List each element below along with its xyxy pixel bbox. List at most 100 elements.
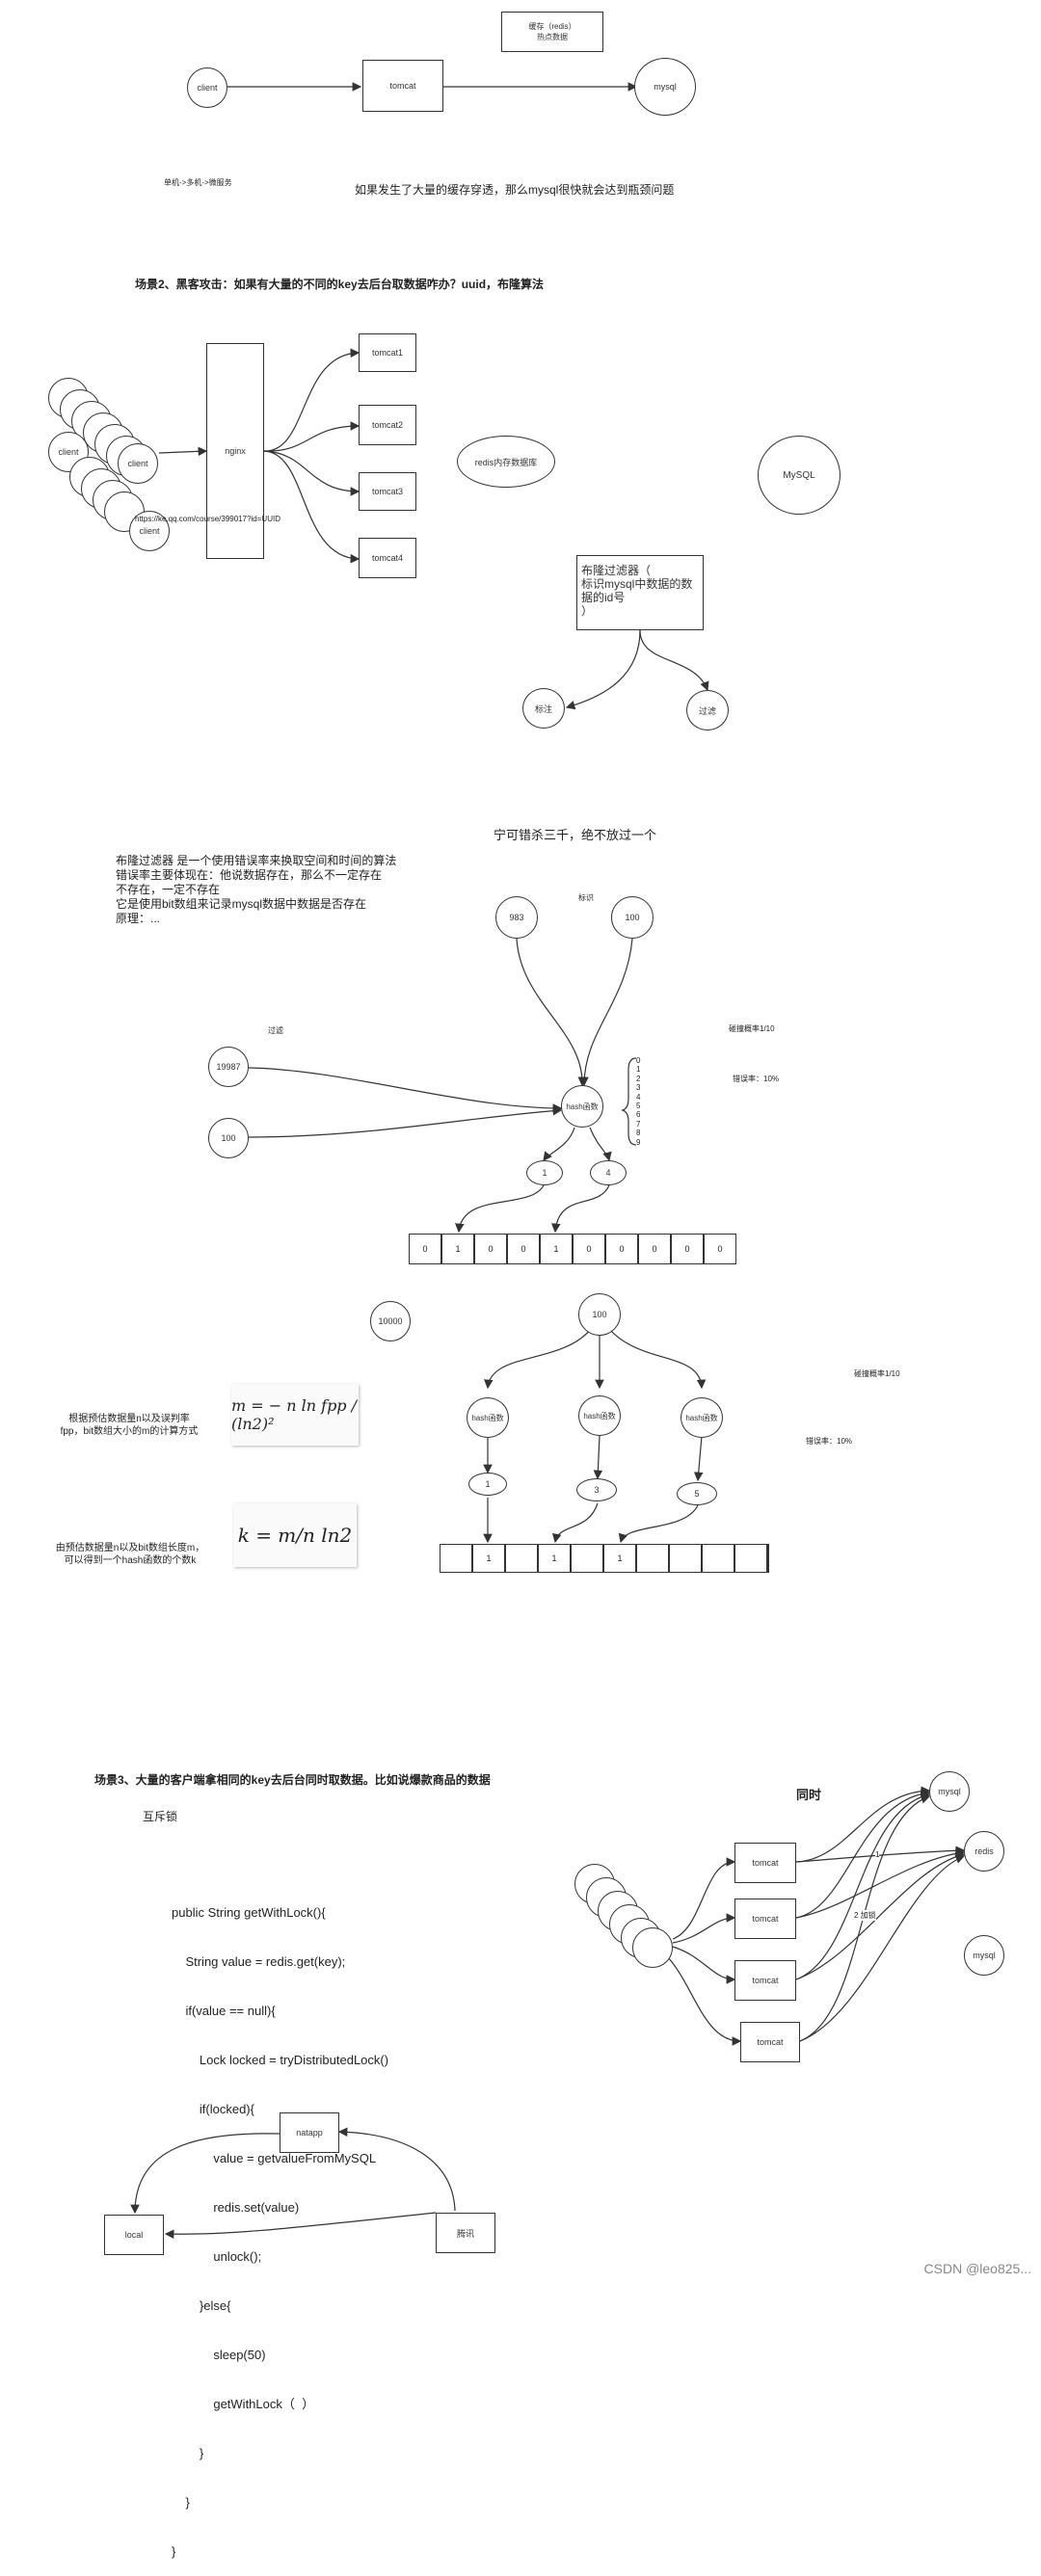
collision-label-2: 碰撞概率1/10	[854, 1369, 900, 1378]
arrow-nginx-tomcat4	[263, 450, 360, 564]
cache-line1: 缓存（redis）	[528, 22, 576, 31]
digit: 7	[636, 1119, 641, 1129]
arrow-4-bit	[551, 1184, 610, 1234]
arrow-t2-redis	[795, 1848, 966, 1919]
hash-function-node: hash函数	[561, 1085, 603, 1128]
formula-m-desc: 根据预估数据量n以及误判率 fpp，bit数组大小的m的计算方式	[52, 1413, 206, 1438]
code-line: public String getWithLock(){	[172, 1905, 326, 1920]
bit-array-2: 1 1 1	[440, 1544, 769, 1573]
arrow-hash-1	[543, 1127, 575, 1161]
bit-cell: 0	[573, 1234, 605, 1264]
arrow-tencent-local	[164, 2212, 437, 2240]
tomcat1-node: tomcat1	[359, 333, 416, 372]
bit-array-1: 0 1 0 0 1 0 0 0 0 0	[409, 1234, 736, 1264]
arrow-hash3-5	[693, 1435, 704, 1482]
desc-line: 原理：...	[116, 912, 161, 925]
result-4: 4	[590, 1160, 627, 1185]
hash-function-3: hash函数	[681, 1397, 723, 1438]
arrow-3-bit2	[551, 1502, 599, 1544]
error-rate-label: 错误率：10%	[733, 1075, 780, 1083]
bit-cell	[669, 1544, 702, 1573]
result-1: 1	[468, 1473, 507, 1496]
arrow-hash-4	[589, 1127, 612, 1162]
count-10000: 10000	[370, 1301, 411, 1341]
motto-text: 宁可错杀三千，绝不放过一个	[494, 828, 657, 842]
bloom-line: 布隆过滤器（	[581, 564, 652, 577]
collision-label: 碰撞概率1/10	[729, 1024, 775, 1033]
bit-cell: 0	[704, 1234, 736, 1264]
bit-cell: 1	[472, 1544, 505, 1573]
bloom-line: 据的id号	[581, 591, 626, 604]
nginx-node: nginx	[206, 343, 264, 559]
mysql-node-2: mysql	[964, 1935, 1004, 1976]
arrow-nginx-tomcat3	[263, 450, 360, 496]
code-block: public String getWithLock(){ String valu…	[172, 1872, 388, 2576]
code-line: sleep(50)	[172, 2348, 266, 2362]
tomcat2-node: tomcat2	[359, 405, 416, 445]
arrow-t1-redis	[795, 1846, 966, 1863]
mysql-node: mysql	[929, 1771, 970, 1812]
filter-node: 过滤	[686, 690, 729, 730]
bit-cell: 0	[605, 1234, 638, 1264]
arrow-t3-redis	[795, 1851, 966, 1980]
code-line: }	[172, 2544, 176, 2559]
code-line: }else{	[172, 2298, 231, 2313]
result-1: 1	[526, 1160, 563, 1185]
tomcat-node-1: tomcat	[734, 1843, 796, 1883]
hash-function-2: hash函数	[578, 1395, 621, 1436]
tomcat-node-2: tomcat	[734, 1899, 796, 1939]
arrow-t2-mysql	[795, 1789, 931, 1919]
redis-node: redis内存数据库	[457, 436, 555, 488]
client-node	[632, 1927, 673, 1968]
csdn-watermark: CSDN @leo825...	[923, 2261, 1031, 2276]
local-node: local	[104, 2215, 164, 2255]
redis-node: redis	[964, 1831, 1004, 1872]
arrow-t4-redis	[799, 1854, 966, 2042]
formula-m: m = − n ln fpp / (ln2)²	[231, 1384, 359, 1446]
url-label: https://ke.qq.com/course/399017?id=UUID	[135, 515, 280, 523]
client-node: client	[129, 511, 170, 551]
natapp-node: natapp	[280, 2112, 339, 2153]
code-line: if(locked){	[172, 2102, 254, 2116]
bloom-filter-box: 布隆过滤器（ 标识mysql中数据的数 据的id号 ）	[576, 555, 704, 630]
arrow-19987-hash	[248, 1067, 563, 1113]
bit-cell: 1	[538, 1544, 571, 1573]
desc-line: 可以得到一个hash函数的个数k	[64, 1555, 197, 1566]
arrow-clients-tomcat1	[672, 1857, 736, 1940]
hash-function-1: hash函数	[467, 1397, 509, 1438]
arrow-natapp-local	[130, 2133, 280, 2215]
result-5: 5	[677, 1482, 717, 1505]
mysql-node: MySQL	[758, 436, 841, 515]
code-line: if(value == null){	[172, 2004, 276, 2018]
bit-cell: 0	[671, 1234, 704, 1264]
tomcat-node-4: tomcat	[740, 2022, 800, 2062]
digit: 9	[636, 1137, 641, 1147]
lock-label-1: 1	[875, 1850, 880, 1859]
concurrent-label: 同时	[796, 1788, 822, 1802]
result-3: 3	[576, 1478, 617, 1501]
tomcat-node: tomcat	[362, 60, 443, 112]
bit-cell: 1	[540, 1234, 573, 1264]
input-19987: 19987	[208, 1047, 249, 1087]
digit: 3	[636, 1083, 641, 1093]
mysql-node: mysql	[634, 58, 696, 116]
mark-node: 标注	[522, 688, 565, 729]
cache-line2: 热点数据	[537, 33, 568, 41]
connector-layer	[130, 82, 966, 2240]
input-100-top: 100	[611, 896, 654, 939]
error-rate-label-2: 错误率：10%	[806, 1437, 853, 1446]
digit: 0	[636, 1056, 641, 1065]
code-line: }	[172, 2495, 190, 2510]
bloom-line: ）	[581, 604, 594, 618]
desc-line: 根据预估数据量n以及误判率	[68, 1414, 190, 1424]
digit-brace	[621, 1057, 637, 1146]
arrow-hash2-3	[593, 1435, 603, 1480]
arrow-t1-mysql	[795, 1786, 931, 1863]
digit: 1	[636, 1065, 641, 1075]
code-line: redis.set(value)	[172, 2200, 300, 2215]
arrow-client-nginx	[158, 446, 208, 457]
filter-label: 过滤	[268, 1026, 283, 1035]
arrow-clients-tomcat3	[672, 1946, 736, 1984]
code-line: String value = redis.get(key);	[172, 1954, 346, 1969]
scene3-title: 场景3、大量的客户端拿相同的key去后台同时取数据。比如说爆款商品的数据	[94, 1773, 491, 1787]
